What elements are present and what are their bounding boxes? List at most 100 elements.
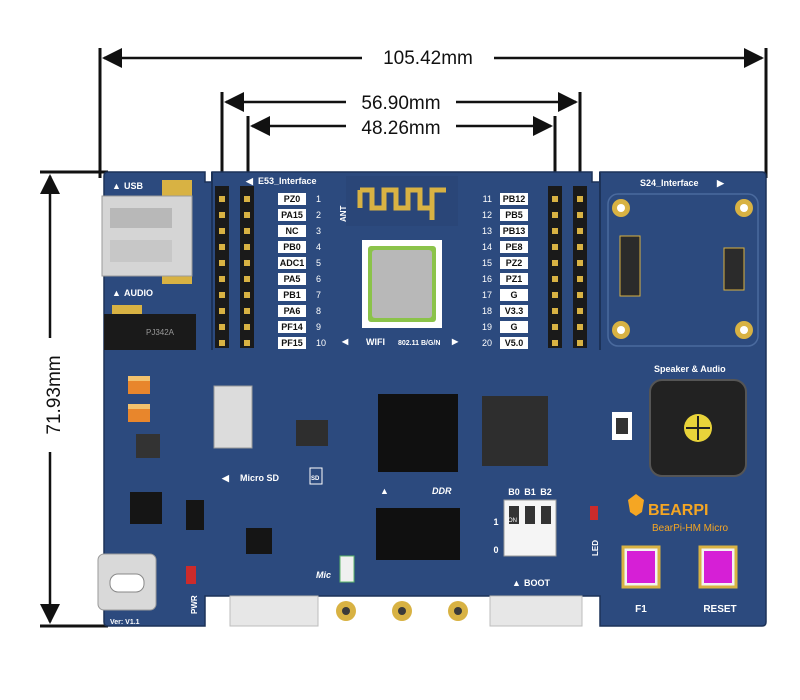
pin-label: PB13	[503, 226, 526, 236]
pin-number: 11	[483, 194, 492, 204]
header-pin	[219, 292, 225, 298]
pin-label: PA15	[281, 210, 303, 220]
e53-label: E53_Interface	[258, 176, 317, 186]
pin-number: 9	[316, 322, 321, 332]
ant-label: ANT	[339, 205, 348, 222]
usb-label: USB	[124, 181, 144, 191]
version-label: Ver: V1.1	[110, 619, 140, 626]
pin-label: G	[510, 322, 517, 332]
pin-number: 20	[482, 338, 492, 348]
dip-side-label: 1	[493, 517, 498, 527]
pin-label-box	[278, 193, 306, 205]
pin-number: 10	[316, 338, 326, 348]
header-pin	[577, 212, 583, 218]
brand-block: BEARPI BearPi-HM Micro LED	[590, 494, 729, 556]
svg-text:◀: ◀	[245, 176, 254, 186]
pin-number: 13	[482, 226, 492, 236]
header-pin	[219, 340, 225, 346]
pin-label-box	[500, 337, 528, 349]
pin-number: 19	[482, 322, 492, 332]
pin-label: PB1	[283, 290, 301, 300]
header-pin	[577, 292, 583, 298]
boot-switch: B01B12B2310 ON ▲ BOOT	[493, 487, 557, 588]
sd-icon-label: SD	[311, 476, 320, 482]
pin-label-box	[500, 305, 528, 317]
s24-label: S24_Interface	[640, 178, 699, 188]
pin-label: PZ1	[506, 274, 523, 284]
header-pin	[577, 340, 583, 346]
header-pin	[552, 260, 558, 266]
pin-number: 3	[316, 226, 321, 236]
antenna-trace	[357, 187, 446, 220]
dip-on-label: ON	[508, 518, 517, 524]
header-pin	[219, 260, 225, 266]
header-pin	[577, 324, 583, 330]
header-pin	[552, 244, 558, 250]
pin-label-box	[278, 289, 306, 301]
pin-number: 12	[482, 210, 492, 220]
pin-label-box	[278, 337, 306, 349]
pin-label-box	[278, 241, 306, 253]
pin-number: 16	[482, 274, 492, 284]
header-pin	[219, 228, 225, 234]
header-pin	[552, 340, 558, 346]
header-right-outer	[573, 186, 587, 348]
header-pin	[577, 244, 583, 250]
header-pin	[219, 244, 225, 250]
header-pin	[577, 228, 583, 234]
right-header-pins	[552, 196, 583, 346]
pin-label: V5.0	[505, 338, 524, 348]
header-pin	[552, 276, 558, 282]
pin-label: PA6	[284, 306, 301, 316]
s24-interface: S24_Interface ▶	[607, 178, 759, 347]
pin-label: PZ0	[284, 194, 301, 204]
header-pin	[552, 228, 558, 234]
pin-number: 18	[482, 306, 492, 316]
wifi-module: ANT WIFI 802.11 B/G/N ◀ ▶	[339, 176, 459, 347]
jack-part-label: PJ342A	[146, 328, 175, 337]
pin-label: PF15	[281, 338, 303, 348]
pin-label-box	[278, 321, 306, 333]
pin-label-box	[500, 193, 528, 205]
header-pin	[552, 212, 558, 218]
header-pin	[244, 308, 250, 314]
pin-label: PF14	[281, 322, 303, 332]
header-pin	[244, 228, 250, 234]
dip-bit-label: B1	[524, 487, 536, 497]
pin-label-box	[500, 209, 528, 221]
pin-number: 4	[316, 242, 321, 252]
total-width-label: 105.42mm	[383, 48, 473, 69]
audio-label: AUDIO	[124, 288, 153, 298]
ddr-label: DDR	[432, 486, 452, 496]
header-right-inner	[548, 186, 562, 348]
boot-label: BOOT	[524, 578, 551, 588]
svg-text:◀: ◀	[221, 473, 230, 483]
pin-label: PB12	[503, 194, 526, 204]
sd-slot	[213, 385, 253, 449]
header-left-inner	[240, 186, 254, 348]
pin-label-box	[278, 257, 306, 269]
pwr-label: PWR	[190, 595, 199, 614]
pin-number: 5	[316, 258, 321, 268]
pin-label: V3.3	[505, 306, 524, 316]
header-left-outer	[215, 186, 229, 348]
right-pin-labels: PB1211PB512PB1313PE814PZ215PZ116G17V3.31…	[482, 193, 528, 349]
pin-number: 14	[482, 242, 492, 252]
header-pin	[244, 340, 250, 346]
pin-label-box	[500, 289, 528, 301]
svg-text:▲: ▲	[380, 486, 389, 496]
pin-label-box	[500, 321, 528, 333]
audio-jack	[104, 314, 196, 350]
header-pin	[577, 276, 583, 282]
dip-bit-label: B2	[540, 487, 552, 497]
header-pin	[219, 212, 225, 218]
svg-text:▲: ▲	[512, 578, 521, 588]
pin-label: NC	[286, 226, 299, 236]
pin-label: G	[510, 290, 517, 300]
pin-number: 6	[316, 274, 321, 284]
header-pin	[577, 308, 583, 314]
f1-label: F1	[635, 604, 647, 615]
